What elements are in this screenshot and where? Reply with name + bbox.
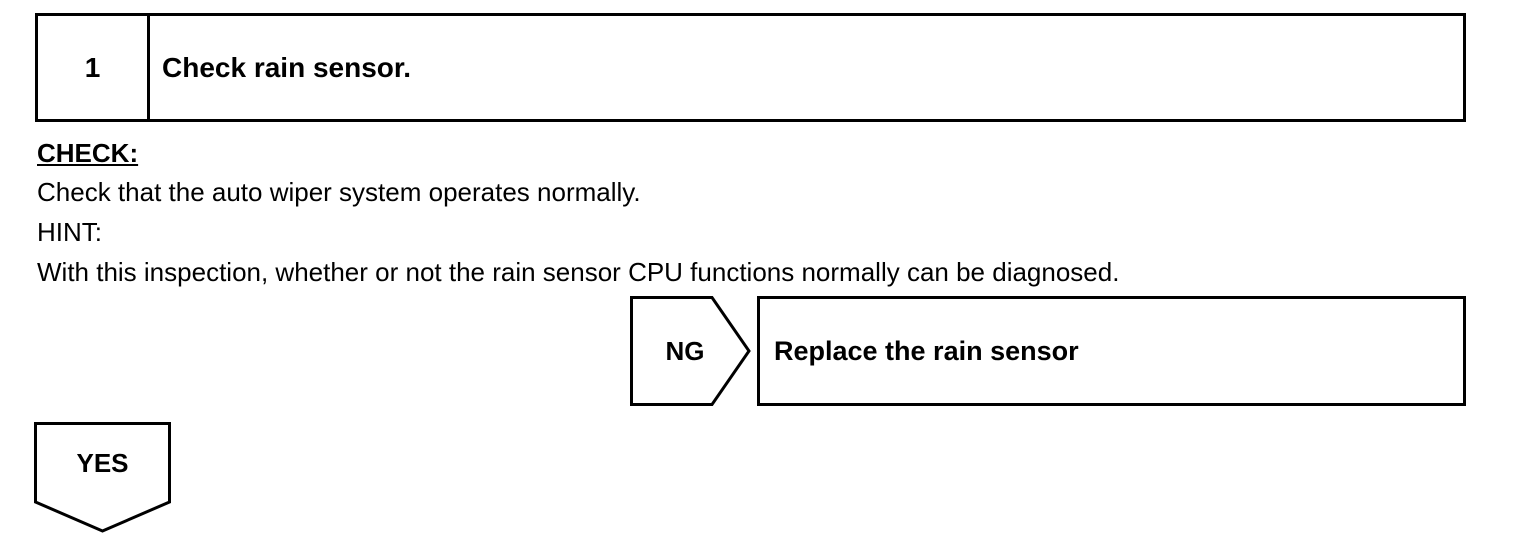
hint-label: HINT: <box>37 217 102 247</box>
step-number: 1 <box>38 16 150 119</box>
yes-arrow-shape <box>34 422 171 533</box>
check-label: CHECK: <box>37 138 139 168</box>
ng-label: NG <box>665 335 705 366</box>
yes-label: YES <box>76 448 129 478</box>
step-header-box: 1 Check rain sensor. <box>35 13 1466 122</box>
step-title: Check rain sensor. <box>162 51 412 83</box>
ng-action-text: Replace the rain sensor <box>774 335 1079 366</box>
ng-action-box: Replace the rain sensor <box>757 296 1466 406</box>
hint-text: With this inspection, whether or not the… <box>37 257 1120 287</box>
ng-arrow-shape <box>630 296 751 406</box>
check-instruction: Check that the auto wiper system operate… <box>37 177 641 207</box>
